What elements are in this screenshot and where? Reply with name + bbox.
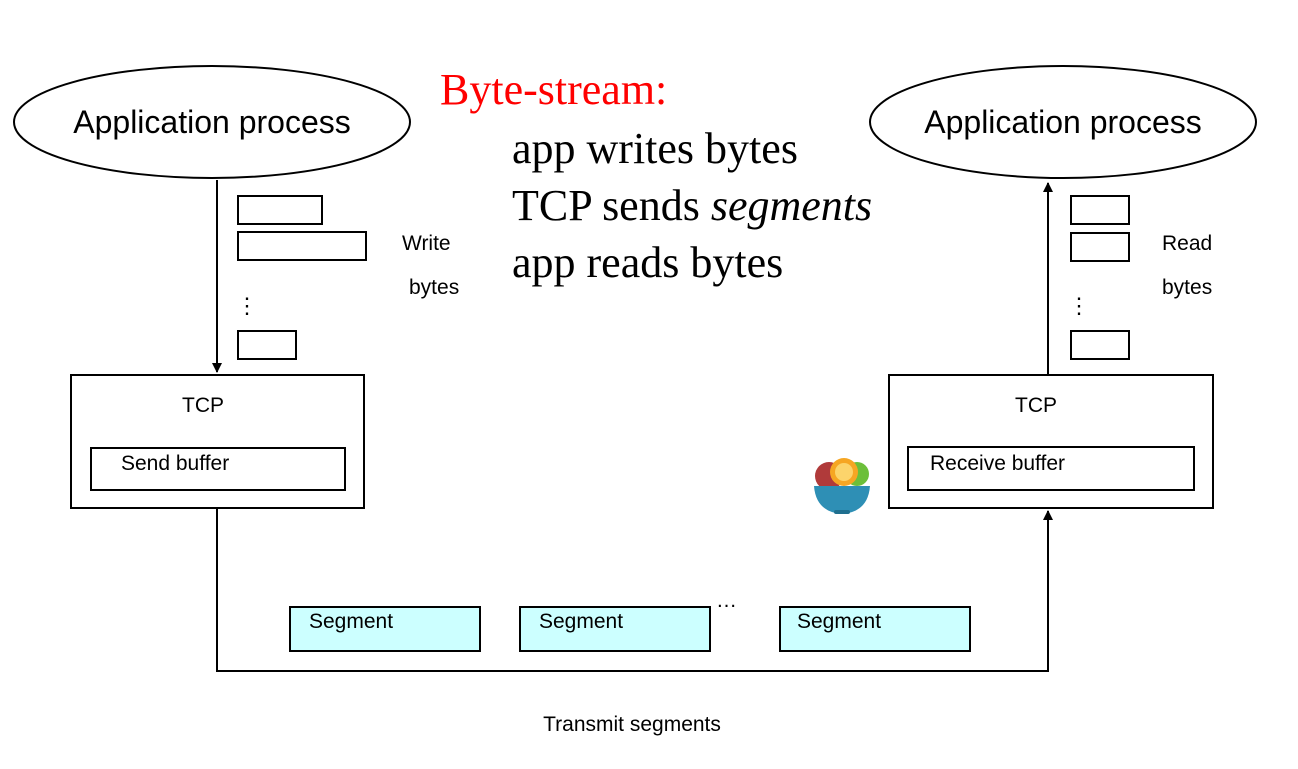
read-label-line2: bytes [1162,276,1212,299]
send-buffer-box [90,447,346,491]
segment-box [519,606,711,652]
byte-stream-title: Byte-stream: [440,65,667,114]
bullet-app-reads: app reads bytes [512,238,783,287]
right-tcp-box [888,374,1214,509]
left-process-label: Application process [73,104,350,140]
write-label-line2: bytes [409,276,459,299]
segment-box [289,606,481,652]
left-tcp-label: TCP [182,394,224,417]
right-process-label: Application process [924,104,1201,140]
left-tcp-box [70,374,365,509]
bullet-tcp-sends-prefix: TCP sends [512,181,711,230]
read-chunk-3 [1070,330,1130,360]
segment-ellipsis: … [716,589,737,612]
segment-label: Segment [797,610,881,633]
write-chunk-1 [237,195,323,225]
send-buffer-label: Send buffer [121,452,229,475]
segment-box [779,606,971,652]
write-chunk-2 [237,231,367,261]
write-chunk-3 [237,330,297,360]
read-chunk-1 [1070,195,1130,225]
bullet-tcp-sends: TCP sends segments [512,181,872,230]
transmit-label: Transmit segments [543,713,721,736]
write-dots: ⋮ [236,293,258,318]
right-tcp-label: TCP [1015,394,1057,417]
read-chunk-2 [1070,232,1130,262]
segment-label: Segment [309,610,393,633]
left-process-ellipse [13,65,411,179]
receive-buffer-box [907,446,1195,491]
bullet-tcp-sends-em: segments [711,181,872,230]
read-dots: ⋮ [1068,293,1090,318]
segment-label: Segment [539,610,623,633]
fruit-bowl-icon [814,458,870,514]
write-label-line1: Write [402,232,451,255]
receive-buffer-label: Receive buffer [930,452,1065,475]
right-process-ellipse [869,65,1257,179]
transmit-path [216,508,1053,672]
read-label-line1: Read [1162,232,1212,255]
bullet-app-writes: app writes bytes [512,124,798,173]
